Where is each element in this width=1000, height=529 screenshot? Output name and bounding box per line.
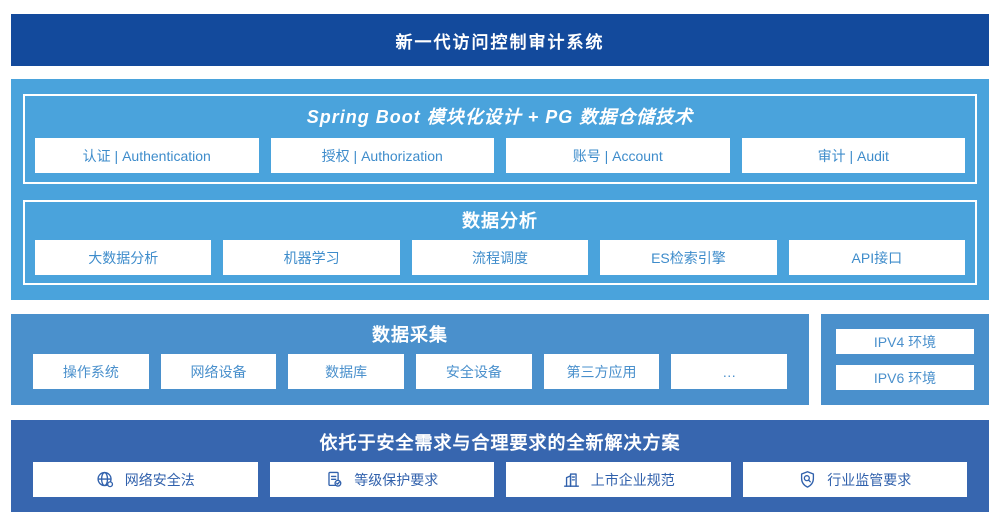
system-title-banner: 新一代访问控制审计系统 — [11, 14, 989, 66]
module-authorization: 授权 | Authorization — [270, 138, 494, 173]
module-audit: 审计 | Audit — [741, 138, 965, 173]
solution-section: 依托于安全需求与合理要求的全新解决方案 网络安全法 — [11, 420, 989, 512]
module-account: 账号 | Account — [506, 138, 730, 173]
modules-row: 认证 | Authentication 授权 | Authorization 账… — [35, 138, 965, 173]
env-ipv6: IPV6 环境 — [836, 365, 974, 390]
solution-row: 网络安全法 等级保护要求 — [33, 462, 967, 497]
collection-more: … — [671, 354, 788, 389]
collection-section: 数据采集 操作系统 网络设备 数据库 安全设备 第三方应用 … — [11, 314, 809, 405]
env-ipv4: IPV4 环境 — [836, 329, 974, 354]
solution-industry-regulation: 行业监管要求 — [742, 462, 967, 497]
solution-classified-protection: 等级保护要求 — [269, 462, 494, 497]
solution-cybersecurity-law: 网络安全法 — [33, 462, 258, 497]
page-title: 新一代访问控制审计系统 — [395, 32, 605, 52]
solution-item-label: 行业监管要求 — [827, 471, 912, 488]
collection-network-device: 网络设备 — [160, 354, 277, 389]
module-authentication: 认证 | Authentication — [35, 138, 259, 173]
collection-row: 操作系统 网络设备 数据库 安全设备 第三方应用 … — [33, 354, 788, 389]
analysis-section-title: 数据分析 — [462, 211, 538, 231]
solution-listed-company: 上市企业规范 — [506, 462, 731, 497]
analysis-section: 数据分析 大数据分析 机器学习 流程调度 ES检索引擎 API接口 — [23, 200, 977, 285]
collection-band: 数据采集 操作系统 网络设备 数据库 安全设备 第三方应用 … IPV4 环境 … — [11, 314, 989, 405]
globe-icon — [96, 470, 115, 489]
shield-search-icon — [798, 470, 817, 489]
analysis-machine-learning: 机器学习 — [223, 240, 400, 275]
compliance-doc-icon — [325, 470, 344, 489]
modules-section: Spring Boot 模块化设计 + PG 数据仓储技术 认证 | Authe… — [23, 94, 977, 184]
solution-item-label: 网络安全法 — [124, 471, 195, 488]
collection-database: 数据库 — [288, 354, 405, 389]
analysis-workflow: 流程调度 — [411, 240, 589, 275]
collection-thirdparty-app: 第三方应用 — [543, 354, 660, 389]
environment-panel: IPV4 环境 IPV6 环境 — [821, 314, 989, 405]
analysis-api: API接口 — [788, 240, 966, 275]
collection-section-title: 数据采集 — [372, 325, 448, 345]
analysis-row: 大数据分析 机器学习 流程调度 ES检索引擎 API接口 — [35, 240, 966, 275]
building-icon — [562, 470, 581, 489]
analysis-bigdata: 大数据分析 — [35, 240, 212, 275]
analysis-es-search: ES检索引擎 — [600, 240, 777, 275]
modules-section-title: Spring Boot 模块化设计 + PG 数据仓储技术 — [306, 107, 694, 127]
solution-item-label: 上市企业规范 — [590, 471, 675, 488]
platform-layer: Spring Boot 模块化设计 + PG 数据仓储技术 认证 | Authe… — [11, 79, 989, 300]
collection-security-device: 安全设备 — [416, 354, 532, 389]
solution-section-title: 依托于安全需求与合理要求的全新解决方案 — [319, 433, 681, 453]
solution-item-label: 等级保护要求 — [354, 471, 439, 488]
collection-os: 操作系统 — [33, 354, 149, 389]
